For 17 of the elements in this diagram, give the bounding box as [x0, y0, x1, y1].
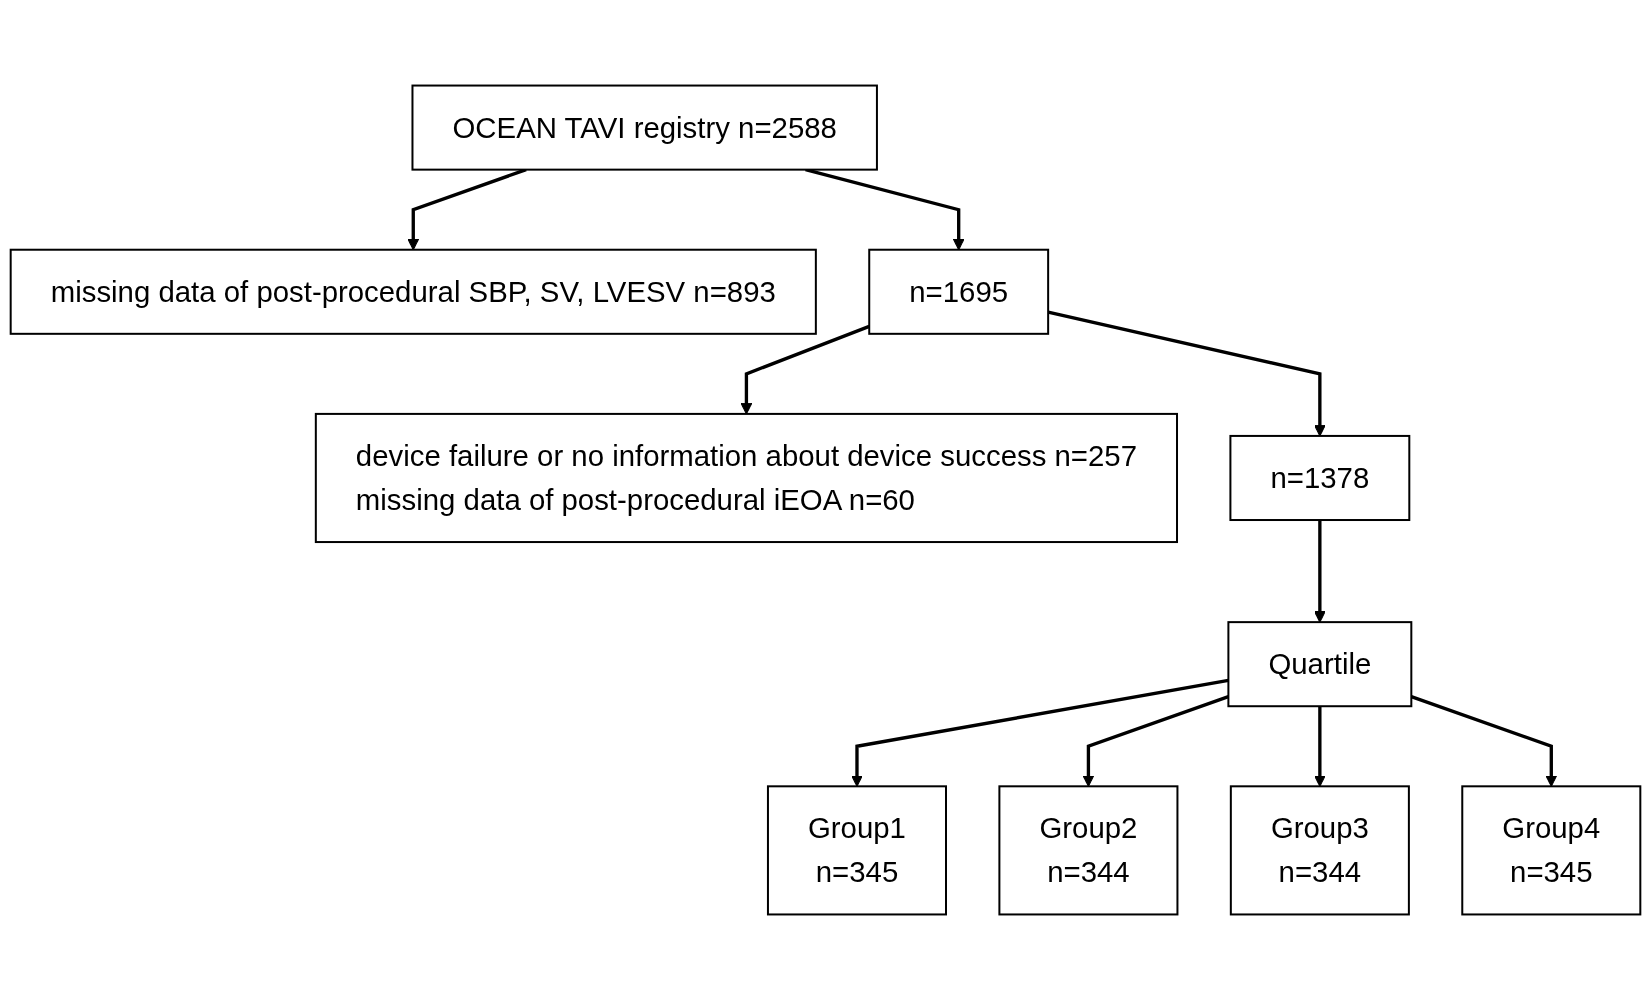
node-box: n=1378 — [1229, 434, 1411, 521]
node-box: Group2 n=344 — [998, 785, 1179, 916]
node-box: Quartile — [1227, 621, 1413, 708]
arrow — [740, 324, 870, 415]
arrow — [1314, 706, 1326, 787]
node-box: Group4 n=345 — [1461, 785, 1642, 916]
arrow — [1082, 695, 1229, 787]
arrow — [805, 168, 965, 251]
node-box: OCEAN TAVI registry n=2588 — [411, 84, 878, 171]
node-box: missing data of post-procedural SBP, SV, LVESV n=893 — [9, 248, 817, 335]
node-box: device failure or no information about device success n=257 missing data of post-procedural iEOA n=60 — [314, 412, 1178, 544]
node-box: Group3 n=344 — [1229, 785, 1410, 916]
node-box: Group1 n=345 — [766, 785, 947, 916]
arrow — [407, 168, 527, 251]
arrow — [1314, 520, 1326, 623]
arrow — [851, 678, 1229, 787]
node-box: n=1695 — [868, 248, 1050, 335]
